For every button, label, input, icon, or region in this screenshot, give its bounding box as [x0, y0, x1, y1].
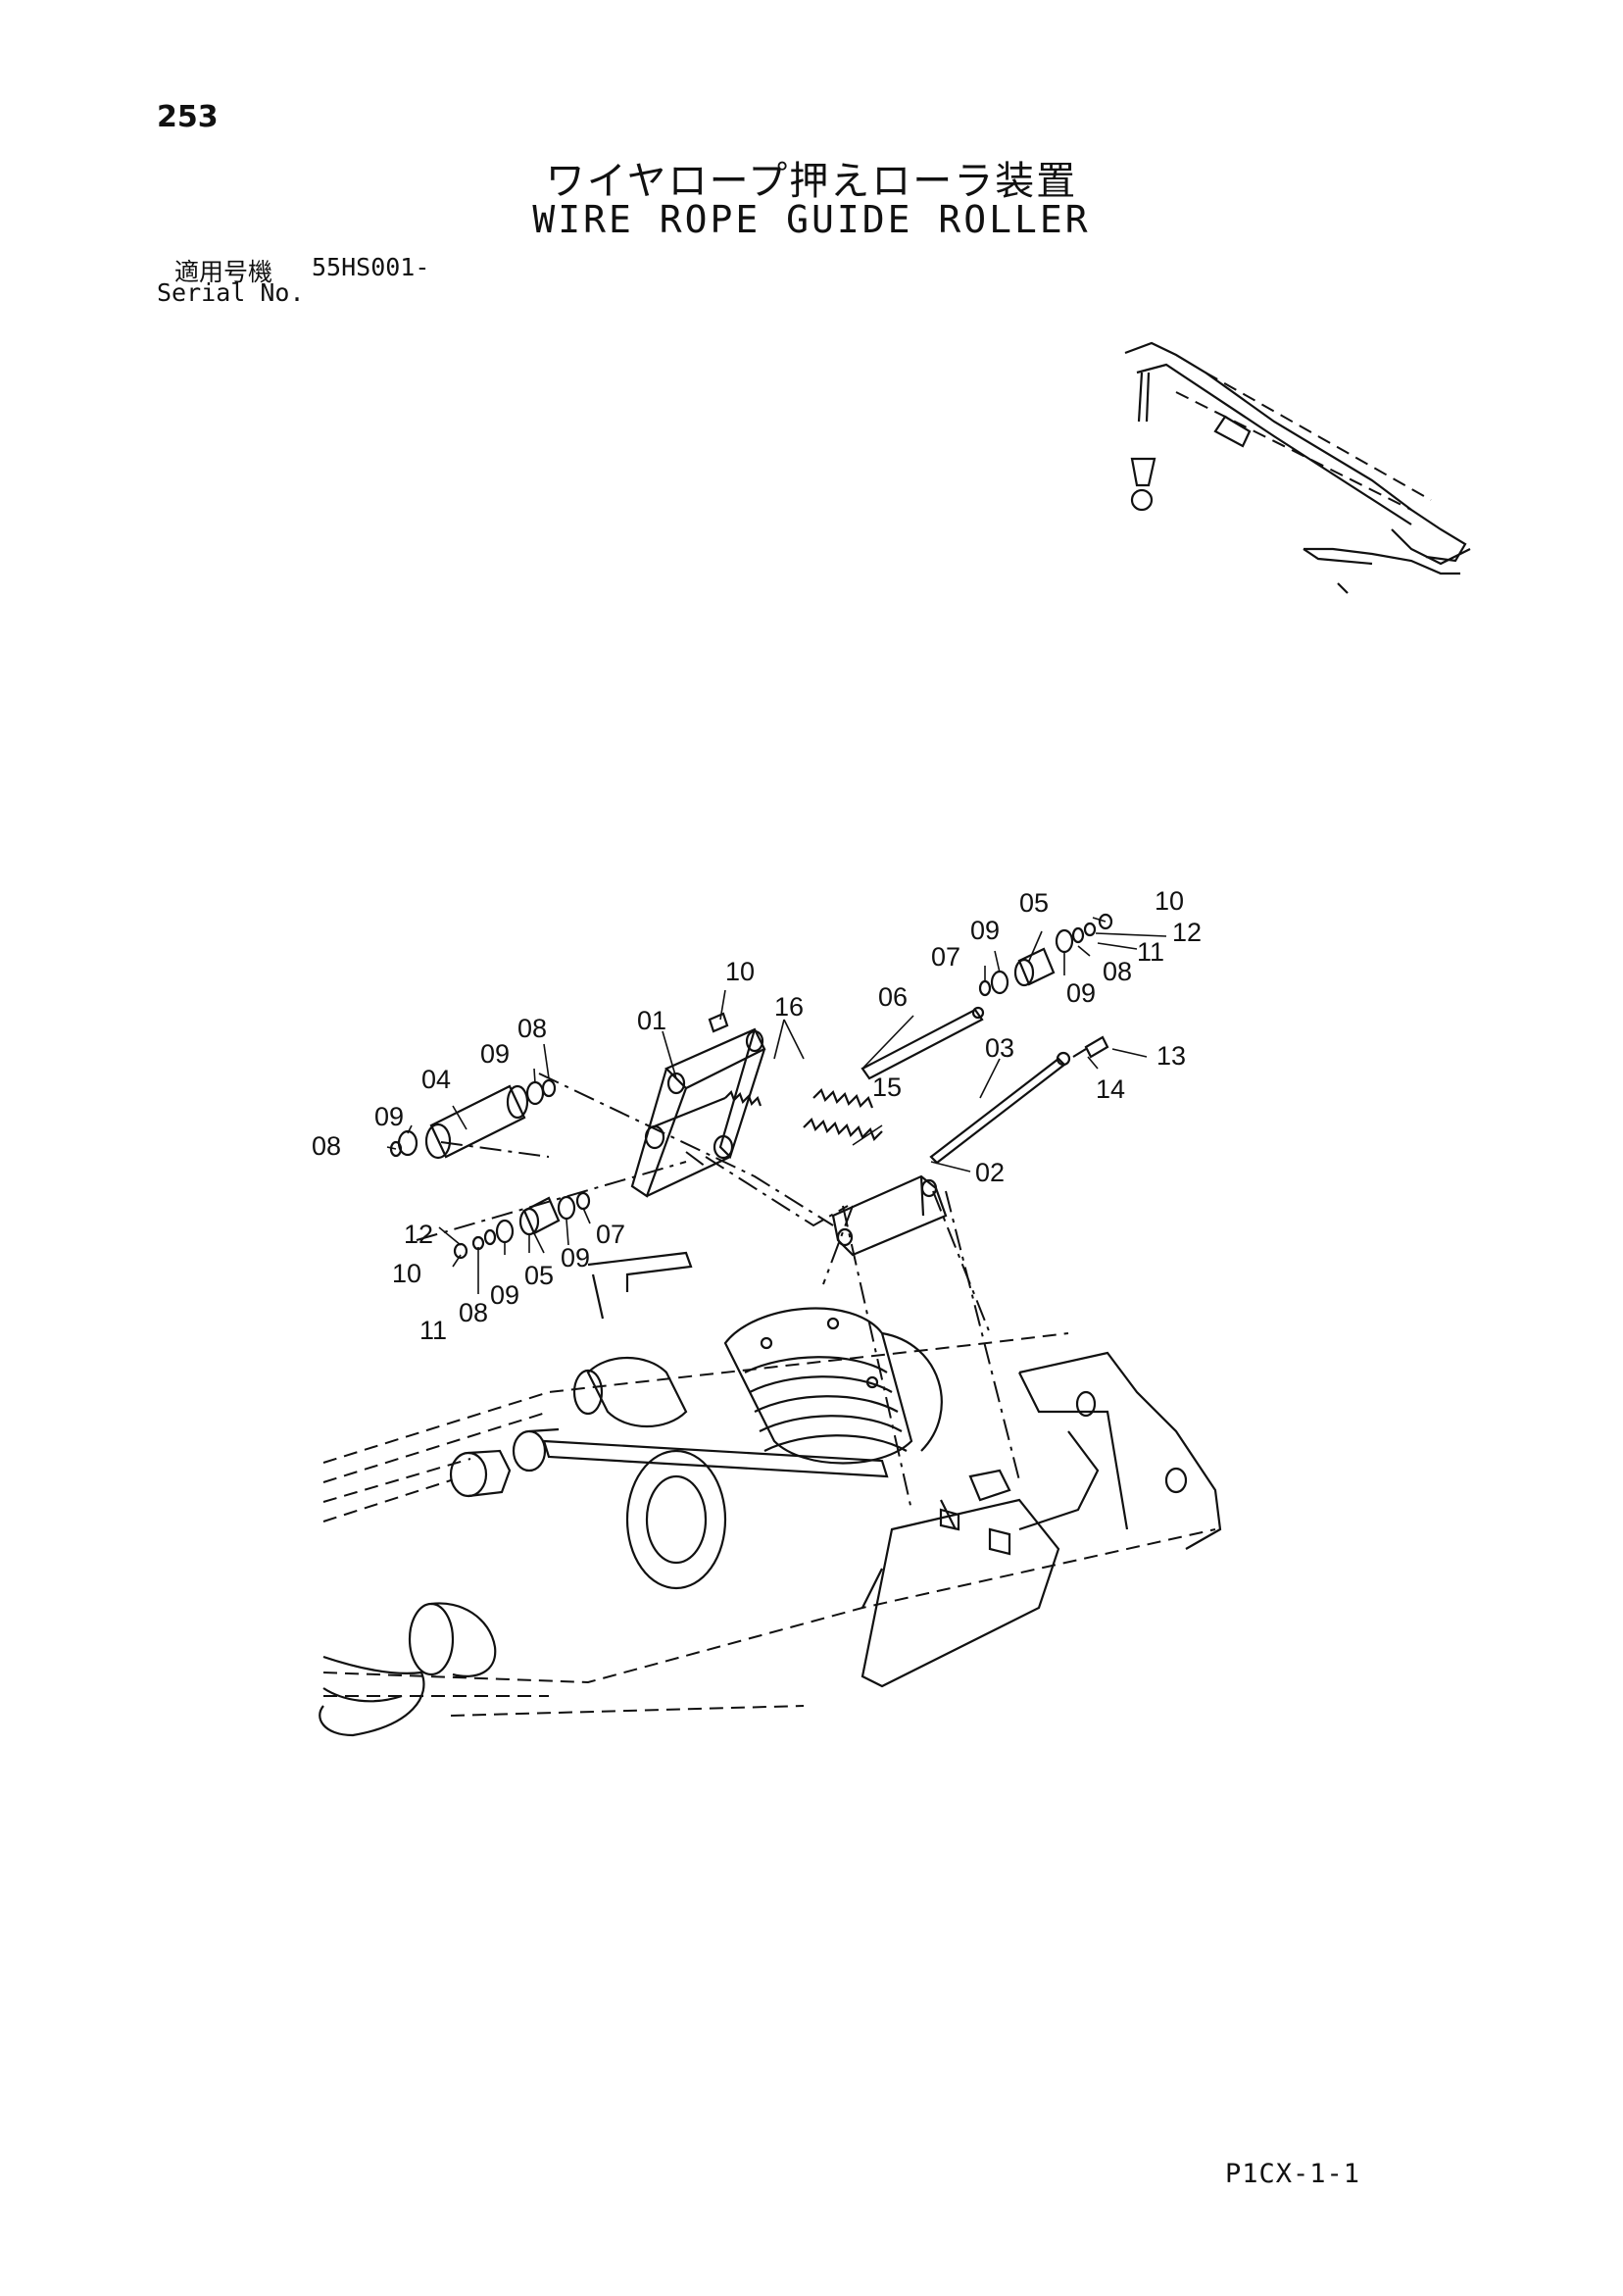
page-code: P1CX-1-1	[1225, 2159, 1361, 2189]
callout-06: 06	[878, 982, 908, 1012]
winch-frame-assembly	[319, 1251, 1222, 1737]
page-title-japanese: ワイヤロープ押えローラ装置	[545, 159, 1078, 204]
callout-05: 05	[524, 1261, 554, 1290]
callout-08: 08	[459, 1298, 488, 1327]
callout-03: 03	[985, 1033, 1014, 1063]
callout-09: 09	[970, 916, 1000, 945]
callout-09: 09	[490, 1280, 519, 1310]
callout-02: 02	[975, 1158, 1005, 1187]
callout-10: 10	[1155, 886, 1184, 916]
assembly-guide-lines	[416, 1073, 1020, 1511]
callout-08: 08	[312, 1131, 341, 1161]
callout-07: 07	[596, 1220, 625, 1249]
serial-label-english: Serial No.	[157, 278, 305, 307]
callout-01: 01	[637, 1006, 666, 1035]
leader-lines	[386, 917, 1167, 1294]
crane-location-thumbnail	[1124, 341, 1471, 594]
callout-09: 09	[1066, 978, 1096, 1008]
callout-09: 09	[374, 1102, 404, 1131]
callout-16: 16	[774, 992, 804, 1022]
callout-11: 11	[419, 1316, 447, 1345]
callout-07: 07	[931, 942, 960, 972]
callout-labels: 01 02 03 04 05 05 06 07 07 08 08 08 08 0…	[312, 886, 1202, 1345]
callout-08: 08	[517, 1014, 547, 1043]
callout-08: 08	[1103, 957, 1132, 986]
exploded-parts	[389, 913, 1113, 1260]
callout-10: 10	[725, 957, 755, 986]
callout-10: 10	[392, 1259, 421, 1288]
callout-13: 13	[1156, 1041, 1186, 1071]
serial-number-value: 55HS001-	[312, 253, 430, 281]
callout-05: 05	[1019, 888, 1049, 918]
page-number: 253	[157, 100, 219, 134]
callout-12: 12	[404, 1220, 433, 1249]
callout-04: 04	[421, 1065, 451, 1094]
page-title-english: WIRE ROPE GUIDE ROLLER	[532, 198, 1091, 241]
callout-09: 09	[480, 1039, 510, 1069]
callout-14: 14	[1096, 1074, 1125, 1104]
callout-09: 09	[561, 1243, 590, 1273]
callout-12: 12	[1172, 918, 1202, 947]
callout-11: 11	[1137, 937, 1164, 967]
serial-label-japanese: 適用号機	[174, 258, 273, 286]
callout-15: 15	[872, 1073, 902, 1102]
